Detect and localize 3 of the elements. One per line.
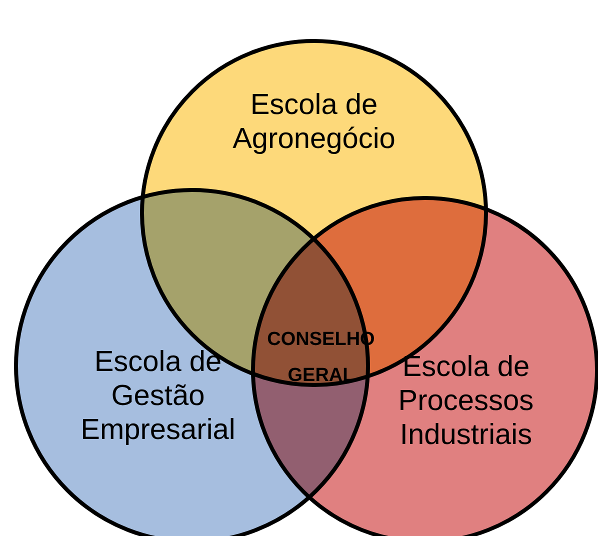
circle-label: Escola de Gestão Empresarial [80, 345, 236, 448]
circle-label: Escola de Processos Industriais [397, 350, 535, 453]
circle-label: Escola de Agronegócio [232, 88, 396, 156]
